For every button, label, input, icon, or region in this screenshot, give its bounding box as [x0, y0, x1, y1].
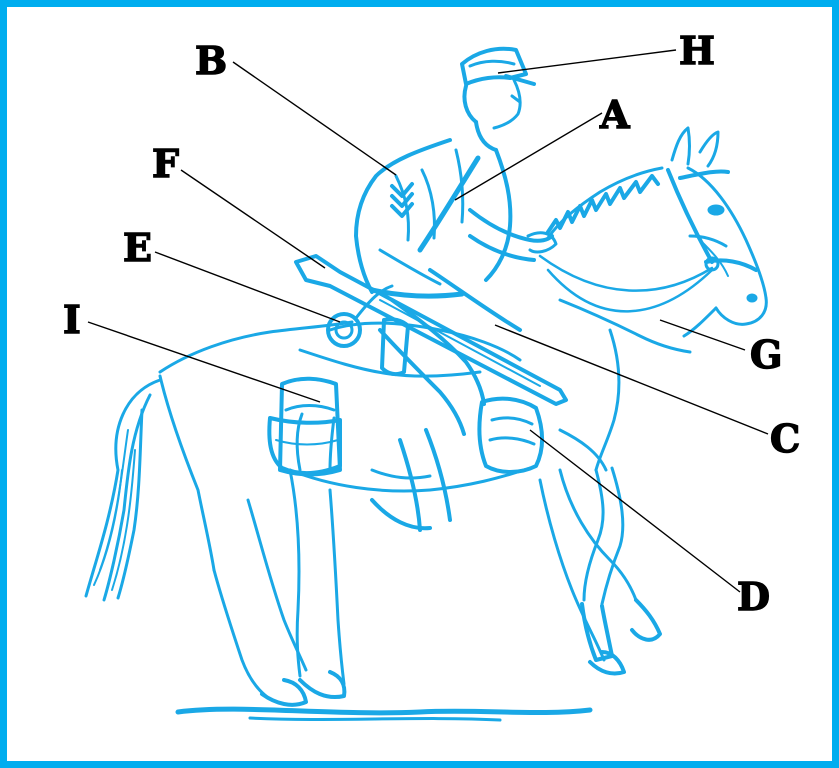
saddle-bag	[269, 379, 340, 475]
leader-line-e	[155, 252, 340, 322]
horse-body	[160, 168, 690, 570]
horse-front-legs	[540, 468, 660, 674]
horse-and-rider-illustration	[86, 49, 766, 720]
label-c: C	[770, 416, 800, 461]
rider	[356, 49, 556, 434]
label-f: F	[152, 141, 179, 186]
leader-line-d	[530, 430, 740, 592]
leader-line-c	[495, 325, 768, 434]
label-a: A	[599, 92, 630, 137]
horse-head	[672, 128, 766, 336]
horse-tail	[86, 380, 160, 600]
label-e: E	[123, 225, 152, 270]
label-g: G	[750, 332, 782, 377]
callout-labels: B H A F E I G C D	[63, 28, 800, 619]
leader-line-b	[233, 62, 396, 175]
label-h: H	[679, 28, 715, 73]
ground-shadow	[178, 709, 590, 713]
horse-mane	[548, 176, 658, 232]
bridle	[540, 170, 756, 311]
leader-line-g	[660, 320, 745, 350]
leader-line-h	[498, 50, 676, 73]
label-i: I	[63, 297, 81, 342]
label-b: B	[195, 38, 227, 83]
horse-hind-legs	[214, 470, 344, 705]
leader-line-i	[88, 322, 320, 402]
leader-line-f	[181, 170, 325, 268]
label-d: D	[737, 574, 770, 619]
